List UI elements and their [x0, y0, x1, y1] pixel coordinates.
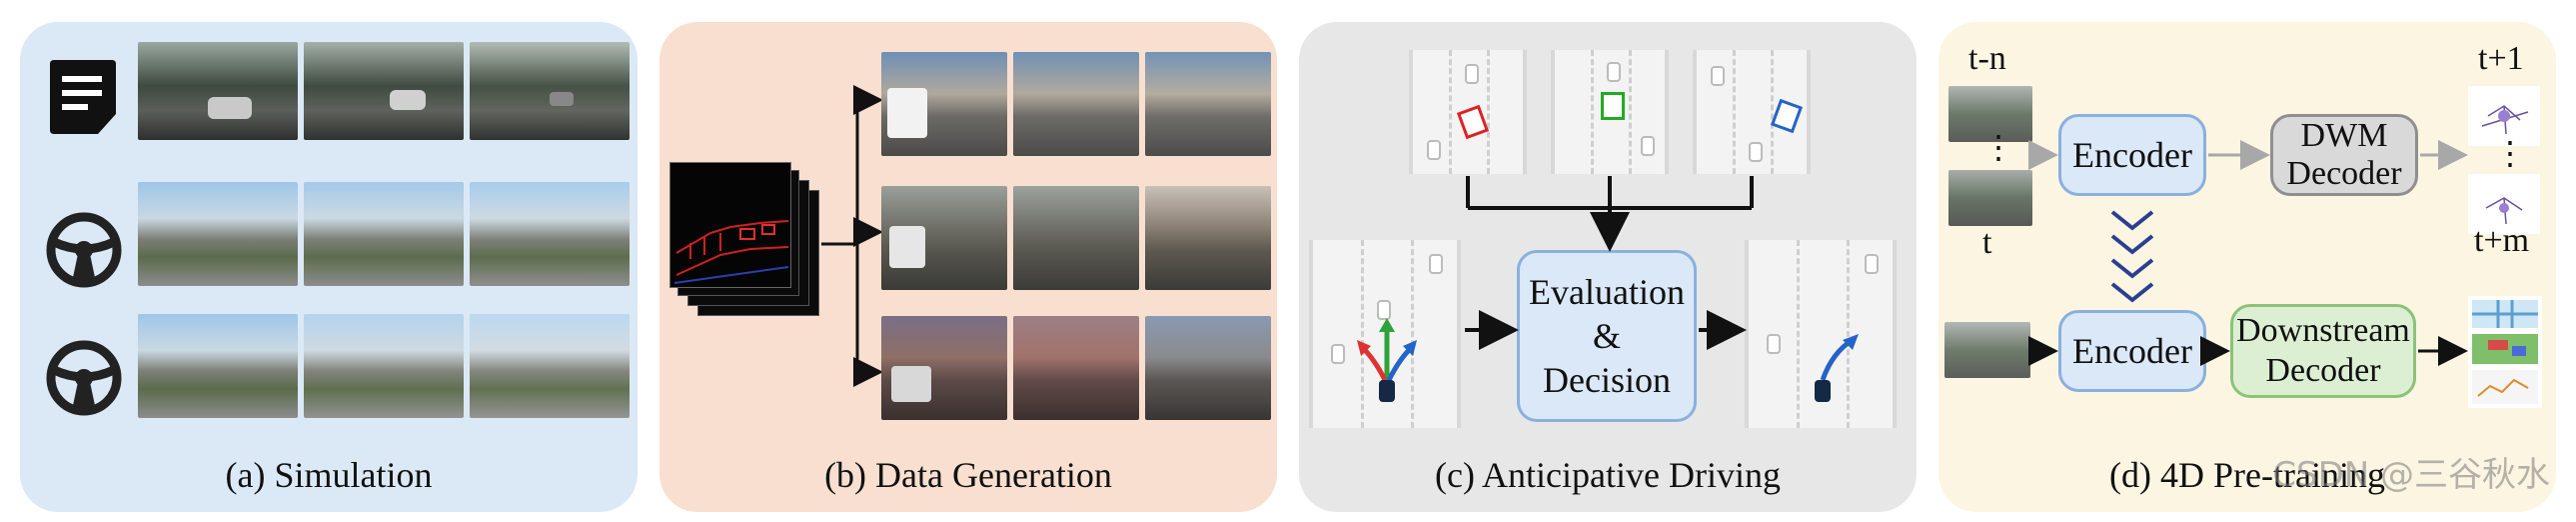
panel-anticipative-driving: Evaluation & Decision (c) Anticipative D…	[1299, 22, 1917, 512]
decision-arrows	[1465, 176, 1754, 350]
branch-arrows	[821, 85, 883, 387]
weight-transfer-chevrons	[2110, 210, 2154, 303]
sim-frame	[470, 42, 630, 140]
downstream-input-frame	[1944, 322, 2030, 378]
encoder-box-top: Encoder	[2058, 114, 2206, 196]
downstream-decoder-box: Downstream Decoder	[2230, 304, 2416, 398]
occupancy-output	[2468, 86, 2540, 146]
bev-selected-scene	[1745, 240, 1897, 428]
bev-candidate	[1409, 50, 1527, 174]
bev-candidate	[1551, 50, 1669, 174]
caption-4d-pretraining: (d) 4D Pre-training	[2109, 455, 2385, 495]
generated-frame-rainy	[881, 186, 1007, 290]
generated-frame-dusk	[1145, 316, 1271, 420]
vdots-output: ⋮	[2494, 135, 2526, 171]
label-t-plus-m: t+m	[2474, 222, 2530, 259]
sim-frame	[304, 182, 464, 286]
sim-frame	[470, 314, 630, 418]
layout-condition-stack	[669, 162, 819, 322]
panel-data-generation: (b) Data Generation	[659, 22, 1277, 512]
sim-frame	[138, 182, 298, 286]
generated-frame-sunny	[1013, 52, 1139, 156]
steering-wheel-icon	[46, 212, 122, 288]
sim-frame	[138, 314, 298, 418]
caption-simulation: (a) Simulation	[225, 455, 433, 495]
caption-data-generation: (b) Data Generation	[824, 455, 1112, 495]
generated-frame-dusk	[881, 316, 1007, 420]
current-frame	[1948, 170, 2032, 226]
steering-wheel-icon	[46, 340, 122, 416]
generated-frame-rainy	[1013, 186, 1139, 290]
past-frame	[1948, 86, 2032, 142]
bev-ego-scene	[1309, 240, 1461, 428]
pretraining-arrows	[2028, 140, 2468, 366]
document-icon	[48, 58, 118, 136]
watermark: CSDN @三谷秋水	[2272, 455, 2550, 495]
generated-frame-dusk	[1013, 316, 1139, 420]
label-t: t	[1982, 224, 1992, 261]
sim-frame	[138, 42, 298, 140]
sim-frame	[304, 314, 464, 418]
label-t-minus-n: t-n	[1968, 40, 2006, 77]
vdots-input: ⋮	[1982, 129, 2014, 165]
sim-frame	[304, 42, 464, 140]
generated-frame-sunny	[1145, 52, 1271, 156]
panel-simulation: (a) Simulation	[20, 22, 638, 512]
downstream-output	[2468, 296, 2542, 408]
label-t-plus-1: t+1	[2478, 40, 2524, 77]
generated-frame-rainy	[1145, 186, 1271, 290]
sim-frame	[470, 182, 630, 286]
panel-4d-pretraining: t-n ⋮ t Encoder DWM Decoder t+1 ⋮ t+m En…	[1938, 22, 2556, 512]
caption-anticipative-driving: (c) Anticipative Driving	[1435, 455, 1781, 495]
generated-frame-sunny	[881, 52, 1007, 156]
bev-candidate	[1693, 50, 1811, 174]
evaluation-decision-box: Evaluation & Decision	[1517, 250, 1697, 422]
dwm-decoder-box: DWM Decoder	[2270, 114, 2418, 196]
occupancy-output	[2468, 174, 2540, 234]
